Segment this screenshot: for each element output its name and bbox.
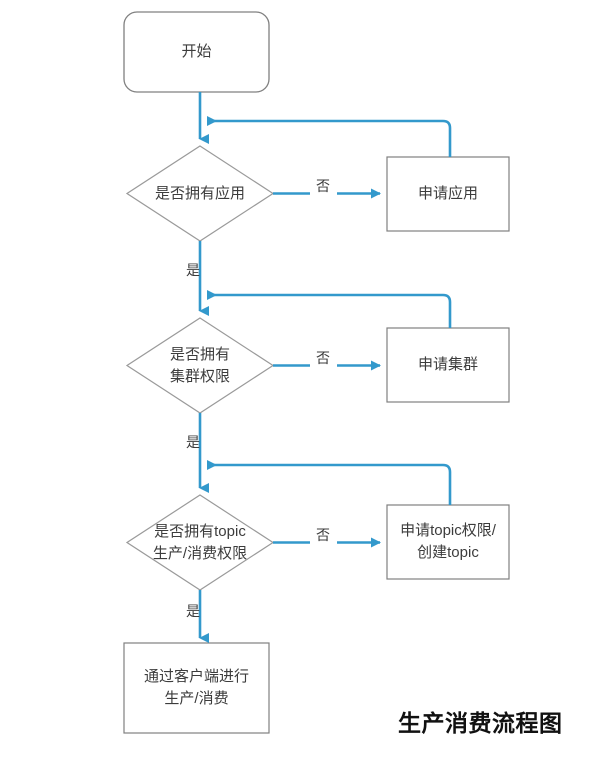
node-action-apply-app-shape[interactable]	[386, 156, 510, 232]
node-action-apply-cluster-shape[interactable]	[386, 327, 510, 403]
edge-apply-cluster-loopback	[207, 290, 452, 328]
node-decision-cluster-shape[interactable]	[125, 317, 275, 414]
node-decision-app-shape[interactable]	[125, 145, 275, 242]
node-decision-topic-shape[interactable]	[125, 494, 275, 591]
edge-label-no-topic: 否	[316, 527, 330, 543]
node-end-client-shape[interactable]	[123, 642, 270, 734]
node-action-apply-topic-shape[interactable]	[386, 504, 510, 580]
edge-label-yes-topic: 是	[186, 603, 200, 619]
edge-apply-topic-loopback	[207, 460, 452, 505]
edge-label-yes-app: 是	[186, 262, 200, 278]
diagram-title: 生产消费流程图	[398, 710, 563, 736]
edge-label-yes-cluster: 是	[186, 434, 200, 450]
node-start-shape[interactable]	[123, 11, 270, 93]
edge-label-no-cluster: 否	[316, 350, 330, 366]
edge-label-no-app: 否	[316, 178, 330, 194]
edge-apply-app-loopback	[207, 116, 452, 157]
